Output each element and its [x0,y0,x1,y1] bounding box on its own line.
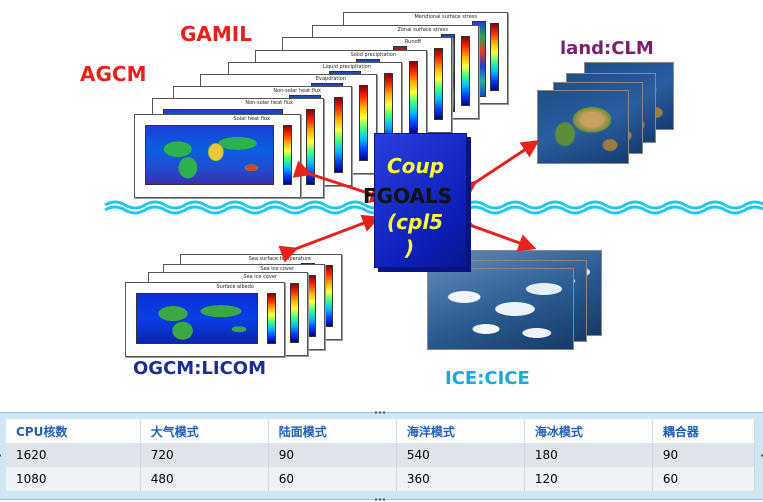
resize-handle-right[interactable] [760,453,763,458]
table-cell: 1620 [6,443,141,467]
coupler-line-1: Coup [387,154,444,178]
ice-cice-label: ICE:CICE [445,368,530,389]
table-row: 1080 480 60 360 120 60 [6,467,756,491]
header-land-model: 陆面模式 [268,419,397,443]
coupler-fgoals-label: FGOALS [363,184,453,208]
header-ocean-model: 海洋模式 [396,419,525,443]
table-cell: 60 [268,467,397,491]
header-cpu-cores: CPU核数 [6,419,141,443]
resource-table-panel: CPU核数 大气模式 陆面模式 海洋模式 海冰模式 耦合器 1620 720 9… [0,410,763,502]
table-header-row: CPU核数 大气模式 陆面模式 海洋模式 海冰模式 耦合器 [6,419,756,443]
ocean-panel-front: Surface albedo [125,282,285,357]
land-image-front [537,90,629,164]
header-seaice-model: 海冰模式 [524,419,653,443]
agcm-label: AGCM [80,62,147,86]
header-coupler: 耦合器 [652,419,756,443]
table-cell: 540 [396,443,525,467]
resize-handle-top[interactable] [374,410,386,415]
table-row: 1620 720 90 540 180 90 [6,443,756,467]
ice-image-front [427,268,574,350]
table-cell: 120 [524,467,653,491]
gamil-label: GAMIL [180,22,252,46]
table-cell: 720 [140,443,269,467]
table-cell: 180 [524,443,653,467]
header-atmos-model: 大气模式 [140,419,269,443]
ocean-licom-label: OGCM:LICOM [133,358,266,379]
coupler-line-3: (cpl5 [387,210,444,234]
arrow-ice-coupler [455,212,537,252]
arrow-land-coupler [457,140,540,199]
arrow-atmos-coupler [292,160,389,203]
coupler-box: Coup (cpl5 ) [374,133,467,268]
arrows-layer [278,140,540,263]
cpu-allocation-table: CPU核数 大气模式 陆面模式 海洋模式 海冰模式 耦合器 1620 720 9… [6,419,756,491]
table-cell: 480 [140,467,269,491]
table-cell: 90 [268,443,397,467]
arrow-ocean-coupler [278,214,381,263]
land-clm-label: land:CLM [560,38,654,59]
resize-handle-left[interactable] [0,453,3,458]
table-cell: 90 [652,443,756,467]
table-cell: 1080 [6,467,141,491]
atmos-panel-front: Solar heat flux [134,114,301,198]
coupler-line-4: ) [405,236,415,260]
table-cell: 60 [652,467,756,491]
table-cell: 360 [396,467,525,491]
